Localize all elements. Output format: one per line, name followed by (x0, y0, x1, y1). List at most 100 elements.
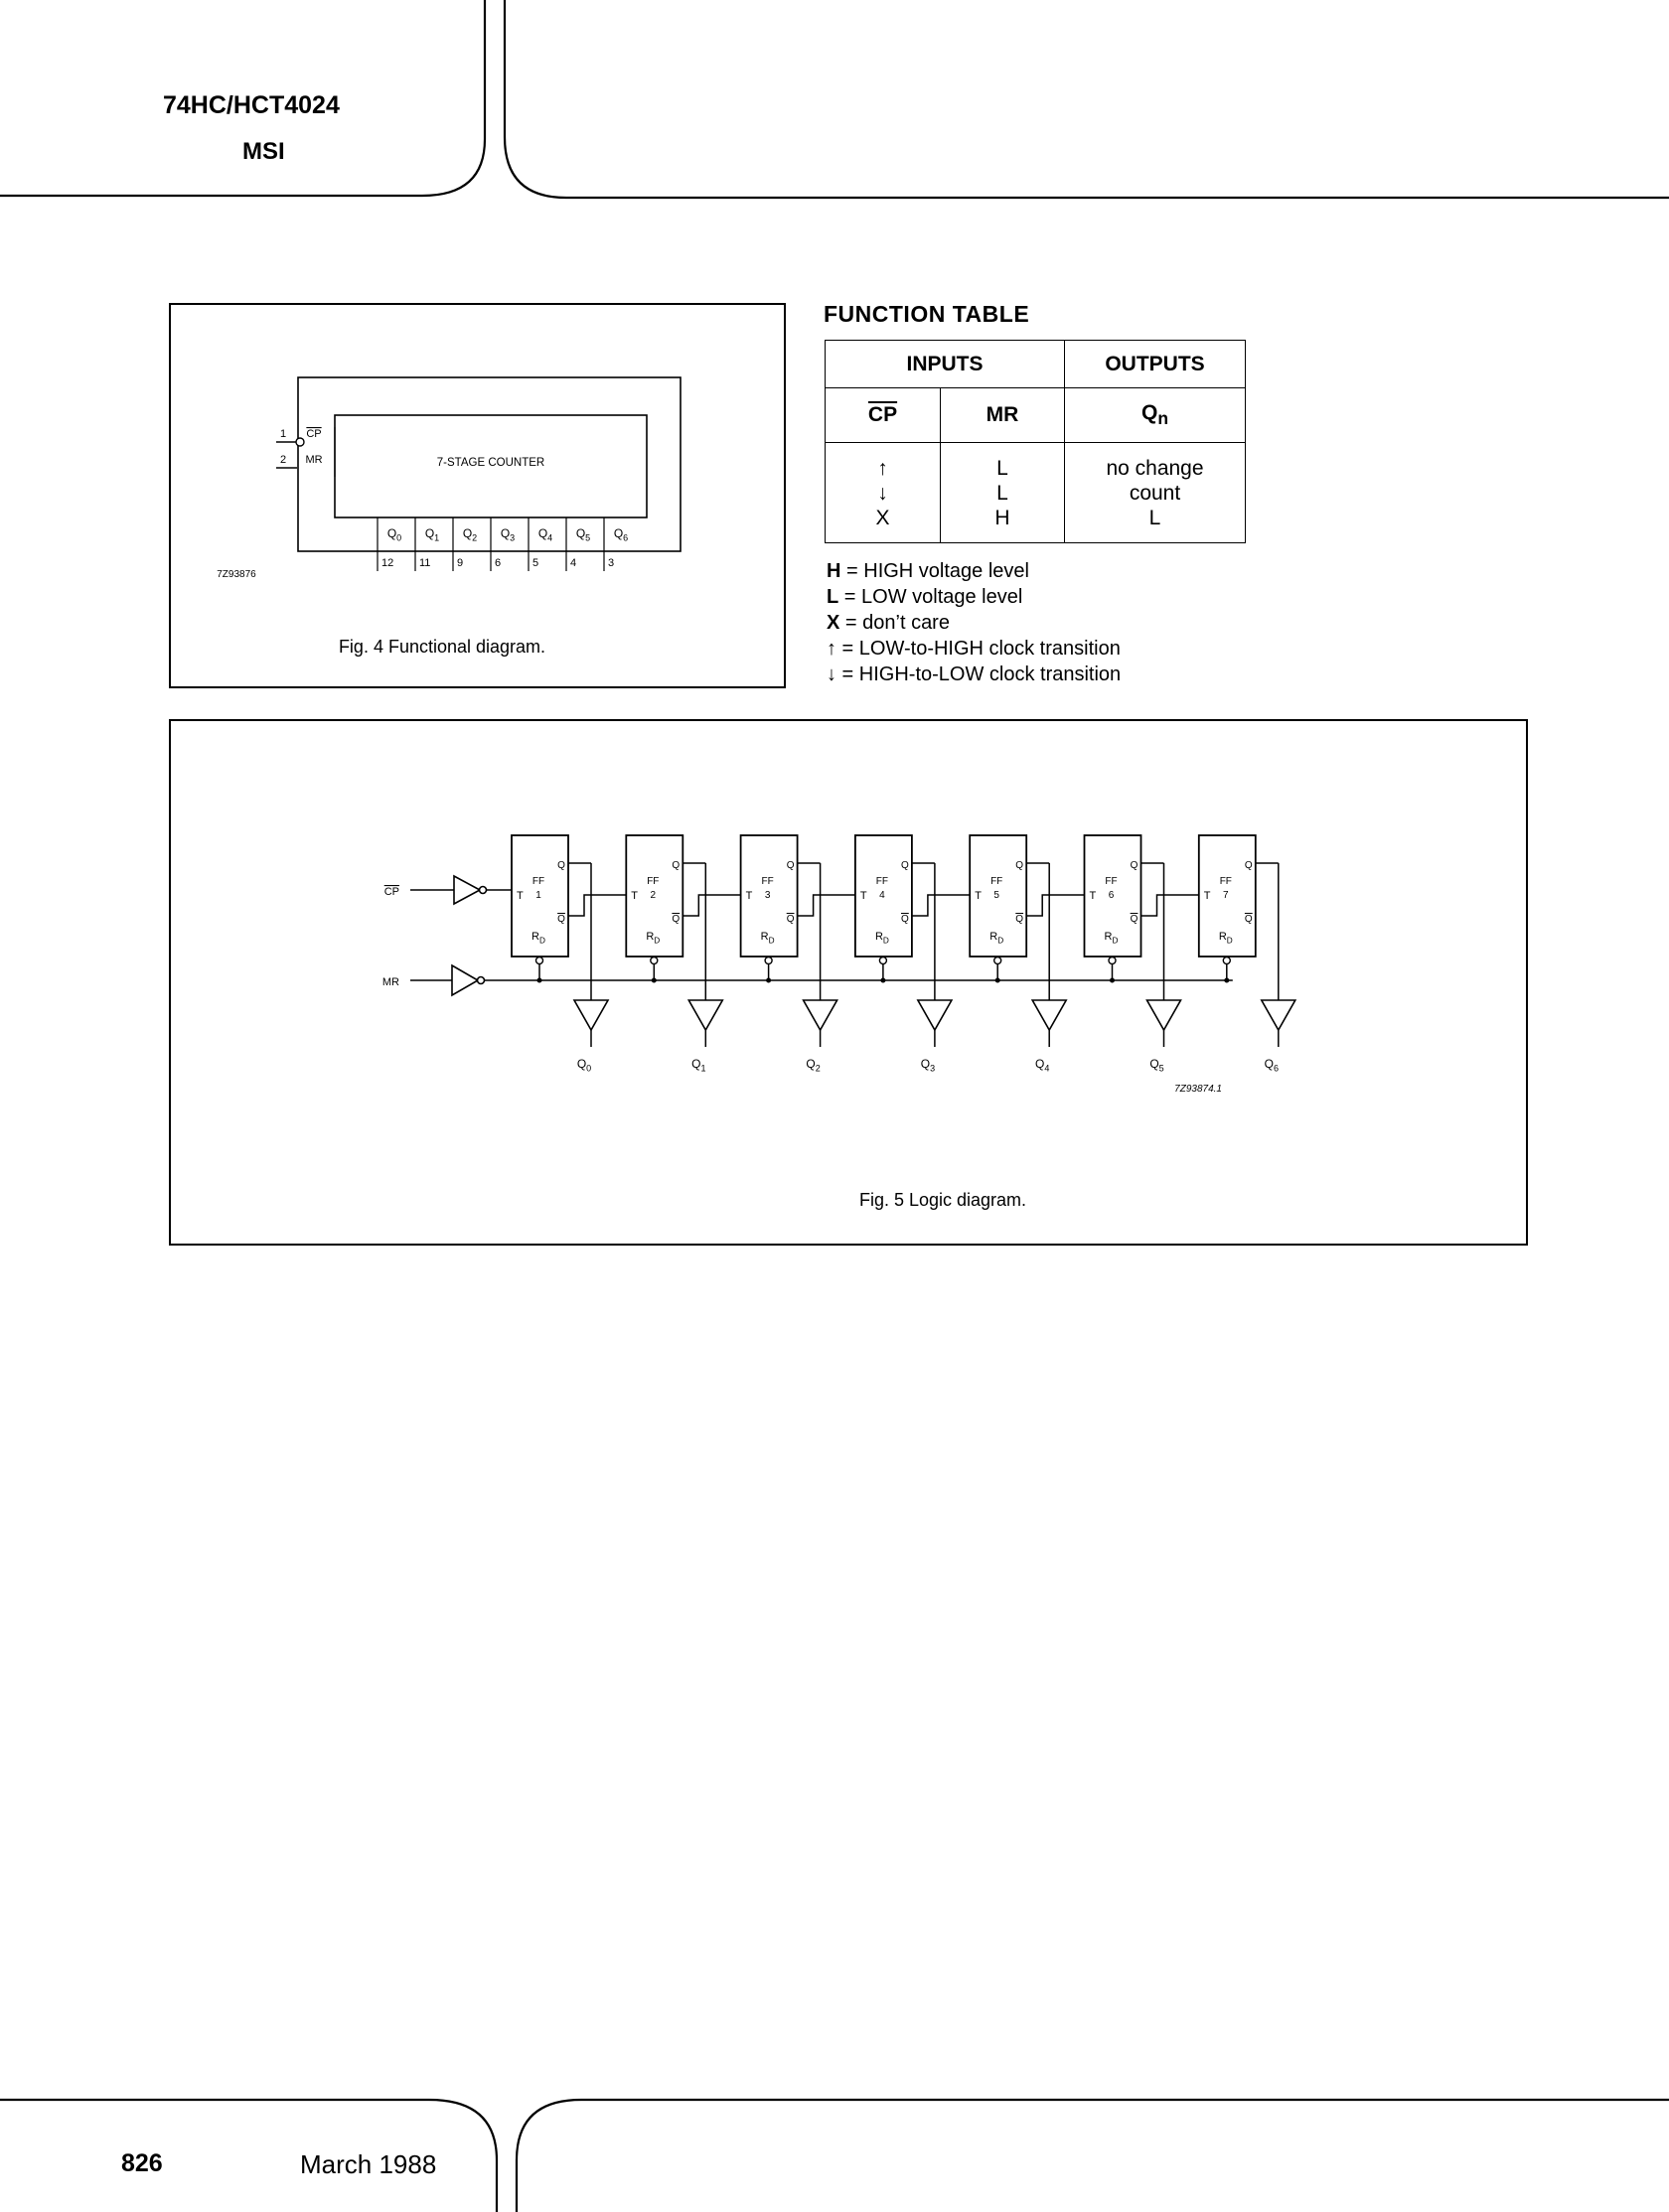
function-table: INPUTS OUTPUTS CP MR Qn ↑ ↓ X L L H no c… (825, 340, 1246, 543)
ff-number: 7 (1223, 890, 1229, 901)
figure-5-caption: Fig. 5 Logic diagram. (859, 1190, 1026, 1210)
output-buffer-symbol (1030, 999, 1068, 1032)
figure-5-frame (169, 719, 1528, 1246)
q-output-label: Q (901, 860, 909, 871)
reset-input-label: RD (646, 931, 660, 945)
output-pin-number: 12 (381, 557, 393, 569)
q-output-label: Q (672, 860, 680, 871)
cp-input-label: CP (384, 886, 399, 898)
reset-input-label: RD (875, 931, 889, 945)
toggle-input-label: T (1204, 890, 1211, 902)
output-label-q6: Q6 (614, 526, 628, 543)
output-label-q2: Q2 (463, 526, 477, 543)
legend-item: L = LOW voltage level (827, 586, 1023, 608)
ff-label: FF (1220, 876, 1232, 887)
reset-input-label: RD (989, 931, 1003, 945)
part-number: 74HC/HCT4024 (163, 91, 340, 119)
legend-item: ↓ = HIGH-to-LOW clock transition (827, 664, 1122, 685)
function-table-title: FUNCTION TABLE (824, 301, 1030, 327)
figure-5-logic-diagram: CP MR TFF1QQRDQ0TFF2QQRDQ1TFF3QQRDQ2TFF4… (169, 719, 1528, 1246)
legend-item: H = HIGH voltage level (827, 560, 1029, 582)
output-pin-number: 11 (419, 557, 430, 569)
mr-buffer-symbol (451, 963, 480, 997)
output-label-q3: Q3 (501, 526, 515, 543)
reset-input-label: RD (1219, 931, 1233, 945)
ff-label: FF (1105, 876, 1117, 887)
ff-number: 1 (535, 890, 541, 901)
mr-input-label: MR (382, 976, 399, 988)
ff-label: FF (647, 876, 659, 887)
output-buffer-symbol (686, 999, 724, 1032)
ff-label: FF (876, 876, 888, 887)
q-bar-output-label: Q (557, 914, 565, 925)
output-label-q6: Q6 (1265, 1057, 1279, 1074)
cp-column-header: CP (825, 387, 941, 443)
legend-item: X = don’t care (827, 612, 950, 634)
output-buffer-symbol (916, 999, 954, 1032)
mr-values: L L H (940, 442, 1065, 543)
counter-label: 7-STAGE COUNTER (437, 457, 544, 469)
q-bar-output-label: Q (787, 914, 795, 925)
ff-number: 4 (879, 890, 885, 901)
output-buffer-symbol (1260, 999, 1297, 1032)
figure-5-code: 7Z93874.1 (1174, 1084, 1222, 1095)
reset-input-label: RD (1105, 931, 1119, 945)
ff-number: 3 (765, 890, 771, 901)
q-bar-output-label: Q (1015, 914, 1023, 925)
q-output-label: Q (1245, 860, 1253, 871)
output-label-q5: Q5 (1149, 1057, 1163, 1074)
output-label-q0: Q0 (577, 1057, 591, 1074)
output-buffer-symbol (1145, 999, 1182, 1032)
qn-values: no change count L (1064, 442, 1246, 543)
toggle-input-label: T (975, 890, 982, 902)
toggle-input-label: T (517, 890, 524, 902)
output-label-q4: Q4 (538, 526, 552, 543)
q-output-label: Q (1131, 860, 1138, 871)
part-type: MSI (242, 138, 285, 165)
mr-pin-number: 2 (280, 454, 286, 466)
output-label-q0: Q0 (387, 526, 401, 543)
reset-input-label: RD (761, 931, 775, 945)
output-label-q1: Q1 (425, 526, 439, 543)
output-pin-number: 5 (532, 557, 538, 569)
q-output-label: Q (1015, 860, 1023, 871)
cp-buffer-symbol (453, 874, 482, 906)
output-buffer-symbol (802, 999, 838, 1032)
ff-label: FF (990, 876, 1002, 887)
output-pin-number: 4 (570, 557, 576, 569)
cp-values: ↑ ↓ X (825, 442, 941, 543)
ff-label: FF (761, 876, 773, 887)
cp-pin-number: 1 (280, 428, 286, 440)
output-buffer-symbol (572, 999, 610, 1032)
ff-number: 6 (1109, 890, 1115, 901)
output-pin-number: 3 (608, 557, 614, 569)
figure-4-code: 7Z93876 (217, 569, 256, 580)
output-pin-number: 9 (457, 557, 463, 569)
output-label-q3: Q3 (921, 1057, 935, 1074)
toggle-input-label: T (1090, 890, 1097, 902)
ff-number: 2 (651, 890, 657, 901)
figure-4-frame (169, 303, 786, 688)
inputs-header: INPUTS (825, 340, 1065, 388)
output-label-q2: Q2 (806, 1057, 820, 1074)
ff-label: FF (532, 876, 544, 887)
q-bar-output-label: Q (901, 914, 909, 925)
publication-date: March 1988 (300, 2149, 437, 2179)
toggle-input-label: T (631, 890, 638, 902)
output-label-q4: Q4 (1035, 1057, 1049, 1074)
page-number: 826 (121, 2149, 163, 2177)
chip-outline (297, 376, 682, 552)
toggle-input-label: T (860, 890, 867, 902)
mr-pin-label: MR (305, 454, 322, 466)
figure-4-caption: Fig. 4 Functional diagram. (339, 637, 545, 657)
cp-pin-label: CP (306, 428, 321, 440)
outputs-header: OUTPUTS (1064, 340, 1246, 388)
q-bar-output-label: Q (672, 914, 680, 925)
